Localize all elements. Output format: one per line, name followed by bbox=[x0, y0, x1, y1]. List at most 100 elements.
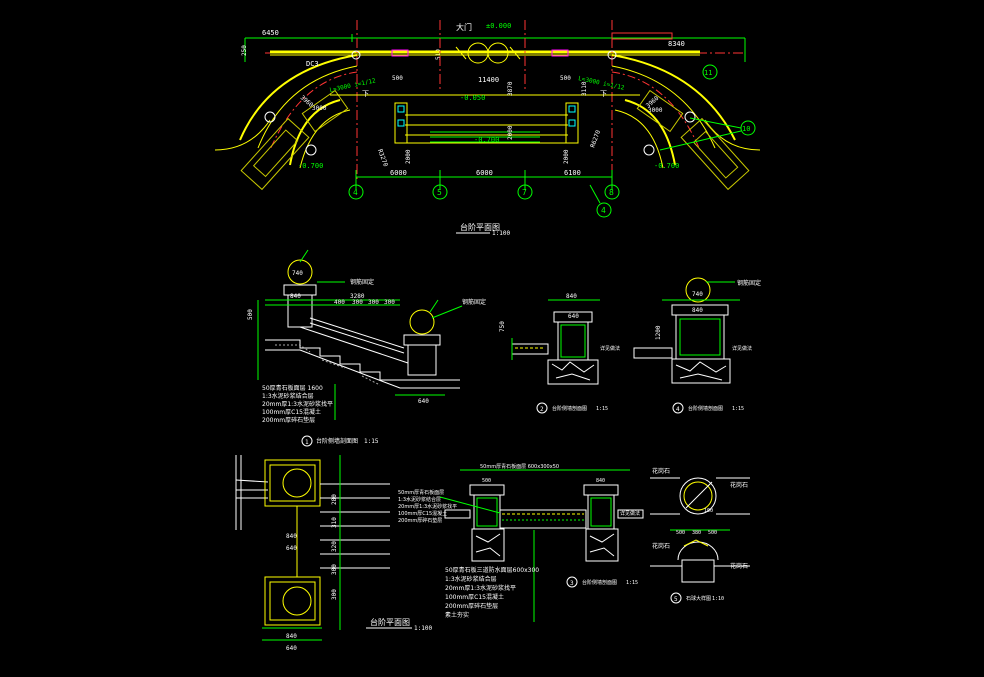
svg-text:11: 11 bbox=[704, 69, 712, 77]
d4-dim-0: 740 bbox=[692, 291, 703, 298]
d5-ball-dim-2: 500 bbox=[708, 530, 717, 536]
d3-layer-left-1: 1:3水泥砂浆结合层 bbox=[398, 496, 441, 503]
d1-dim-7: 640 bbox=[418, 398, 429, 405]
p2-dim-4: 280 bbox=[331, 494, 338, 505]
p2-dim-0: 840 bbox=[286, 533, 297, 540]
dim-door-side: 510 bbox=[435, 49, 442, 60]
site-plan: 6450 8340 250 510 大门 ±0.000 bbox=[214, 20, 761, 237]
svg-text:4: 4 bbox=[353, 188, 358, 197]
mid-dim-center: 2000 bbox=[507, 125, 514, 140]
d2-scale: 1:15 bbox=[596, 406, 608, 412]
d1-dim-5: 500 bbox=[247, 309, 254, 320]
d5-ball-dim-1: 380 bbox=[692, 530, 701, 536]
d3-top-label: 50mm厚青石板面层 600x300x50 bbox=[480, 463, 559, 470]
axis-bubble-10: 10 bbox=[740, 120, 756, 136]
d4-title: 台阶侧墙剖面图 bbox=[688, 405, 723, 412]
d1-layer-3: 100mm厚C15混凝土 bbox=[262, 408, 321, 416]
axis-bubble-11: 11 bbox=[702, 64, 718, 80]
d1-title: 台阶侧墙剖面图 bbox=[316, 437, 358, 445]
d5-ball-dim-0: 500 bbox=[676, 530, 685, 536]
elev-right: -0.700 bbox=[654, 162, 679, 170]
elev-top: ±0.000 bbox=[486, 22, 511, 30]
d4-label: 详见做法 bbox=[732, 345, 752, 352]
gate-span: 11400 bbox=[478, 76, 499, 84]
detail-2-wall-section: 840 640 750 详见做法 2 台阶侧墙剖面图 1:15 bbox=[499, 293, 620, 414]
d1-dim-1: 400 bbox=[334, 299, 345, 306]
axis-bubble-4: 4 bbox=[348, 184, 364, 200]
d1-scale: 1:15 bbox=[364, 438, 379, 445]
d1-dim-6: 840 bbox=[290, 293, 301, 300]
d3-layer-bottom-2: 20mm厚1:3水泥砂浆找平 bbox=[445, 584, 516, 592]
d3-layer-bottom-3: 100mm厚C15混凝土 bbox=[445, 593, 504, 601]
bottom-dim-0: 6000 bbox=[390, 169, 407, 177]
d5-label-2: 花岗石 bbox=[652, 542, 670, 550]
plan-scale: 1:100 bbox=[492, 230, 510, 237]
detail-4-wall-section: 钢筋固定 740 840 1200 详见做法 4 台阶侧墙剖面图 1:15 bbox=[633, 277, 761, 414]
p2-dim-1: 640 bbox=[286, 545, 297, 552]
d4-dim-2: 1200 bbox=[655, 325, 662, 340]
axis-bubble-5: 5 bbox=[432, 184, 448, 200]
d3-layer-left-3: 100mm厚C15混凝土 bbox=[398, 510, 447, 517]
detail-1-stair-section: 740 钢筋固定 钢筋固定 3280 400 300 300 300 500 8… bbox=[247, 249, 486, 447]
d5-ball-dim-3: 100 bbox=[704, 508, 713, 514]
p2-dim-7: 300 bbox=[331, 564, 338, 575]
bottom-dim-2: 6100 bbox=[564, 169, 581, 177]
down-label-left: 下 bbox=[362, 90, 369, 98]
d2-dim-2: 750 bbox=[499, 321, 506, 332]
dim-left-side: 250 bbox=[241, 45, 248, 56]
d5-label-3: 花岗石 bbox=[730, 562, 748, 570]
svg-text:10: 10 bbox=[742, 125, 750, 133]
radius-left: R3270 bbox=[376, 148, 389, 168]
d5-label-1: 花岗石 bbox=[730, 481, 748, 489]
p2-dim-2: 840 bbox=[286, 633, 297, 640]
plan-title: 台阶平面图 bbox=[460, 222, 500, 232]
d2-dim-0: 840 bbox=[566, 293, 577, 300]
top-dim-left: 6450 bbox=[262, 29, 279, 37]
svg-text:4: 4 bbox=[601, 206, 606, 215]
d1-dim-0: 3280 bbox=[350, 293, 365, 300]
d1-layer-4: 200mm厚碎石垫层 bbox=[262, 416, 315, 424]
p2-dim-3: 640 bbox=[286, 645, 297, 652]
d3-layer-bottom-0: 50厚青石板三道防水面层600x300 bbox=[445, 566, 539, 574]
p2-scale: 1:100 bbox=[414, 625, 432, 632]
p2-dim-8: 300 bbox=[331, 589, 338, 600]
step-width-left: 500 bbox=[392, 75, 403, 82]
mid-dim-right-1: 2000 bbox=[563, 149, 570, 164]
d1-layer-1: 1:3水泥砂浆结合层 bbox=[262, 392, 314, 400]
d2-number: 2 bbox=[540, 406, 544, 413]
d1-layer-2: 20mm厚1:3水泥砂浆找平 bbox=[262, 400, 333, 408]
d3-dim-0: 500 bbox=[482, 478, 491, 484]
d3-dim-1: 840 bbox=[596, 478, 605, 484]
p2-dim-5: 310 bbox=[331, 517, 338, 528]
upper-arc-label: DC3 bbox=[306, 60, 319, 68]
bottom-dim-1: 6000 bbox=[476, 169, 493, 177]
d4-dim-1: 840 bbox=[692, 307, 703, 314]
elev-steps: -0.700 bbox=[474, 136, 499, 144]
d3-layer-left-2: 20mm厚1:3水泥砂浆找平 bbox=[398, 503, 457, 510]
d3-layer-left-0: 50mm厚青石板面层 bbox=[398, 489, 444, 496]
elev-left: -0.700 bbox=[298, 162, 323, 170]
step-plan-2: 840 640 840 640 280 310 320 300 300 台阶平面… bbox=[235, 455, 432, 652]
d3-side-label: 详见做法 bbox=[620, 510, 640, 517]
step-width-right: 500 bbox=[560, 75, 571, 82]
axis-bubble-7: 7 bbox=[517, 184, 533, 200]
elev-landing: -0.050 bbox=[460, 94, 485, 102]
d1-ball-dia: 740 bbox=[292, 270, 303, 277]
d1-layer-0: 50厚青石板面层 1600 bbox=[262, 384, 323, 392]
d1-dim-2: 300 bbox=[352, 299, 363, 306]
d3-layer-left-4: 200mm厚碎石垫层 bbox=[398, 517, 442, 524]
d3-number: 3 bbox=[570, 580, 574, 587]
door-label: 大门 bbox=[456, 22, 472, 32]
detail-3-section: 50mm厚青石板面层 600x300x50 50mm厚青石板面层 1:3水泥砂浆… bbox=[398, 463, 644, 622]
d3-title: 台阶侧墙剖面图 bbox=[582, 579, 617, 586]
d4-scale: 1:15 bbox=[732, 406, 744, 412]
svg-text:7: 7 bbox=[522, 188, 527, 197]
d3-layer-bottom-5: 素土夯实 bbox=[445, 611, 469, 619]
d2-dim-1: 640 bbox=[568, 313, 579, 320]
d1-number: 1 bbox=[305, 439, 309, 446]
d5-number: 5 bbox=[674, 596, 678, 603]
mid-dim-left-0: 3870 bbox=[507, 81, 514, 96]
d1-label-right: 钢筋固定 bbox=[350, 278, 374, 286]
inner-dim-0: 3000 bbox=[312, 105, 327, 112]
top-dim-right: 8340 bbox=[668, 40, 685, 48]
